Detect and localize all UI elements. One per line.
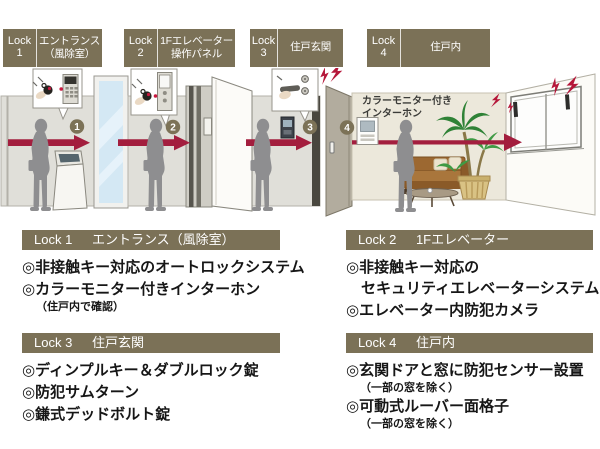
feature-item: ◎可動式ルーバー面格子 （一部の窓を除く） [346, 396, 600, 430]
lock2-tag-label: 1Fエレベーター 操作パネル [160, 34, 233, 60]
lock-word: Lock [251, 35, 276, 48]
window-sensor-icon [513, 101, 519, 118]
section-title: 住戸玄関 [91, 335, 144, 350]
security-walkthrough-illustration: カラーモニター付き インターホン [0, 68, 596, 217]
keyfob-autolock-callout [32, 68, 83, 121]
feature-item: ◎ディンプルキー＆ダブルロック錠 [22, 361, 259, 379]
entrance-intercom-kiosk [52, 150, 88, 211]
intercom-caption: カラーモニター付き インターホン [362, 94, 452, 120]
intercom-caption-line1: カラーモニター付き [362, 94, 452, 107]
lock1-tag: Lock 1 エントランス （風除室） [3, 29, 102, 67]
lock1-section-header: Lock 1 エントランス（風除室） [22, 230, 280, 250]
lock4-feature-section: Lock 4 住戸内 ◎玄関ドアと窓に防犯センサー設置 （一部の窓を除く） ◎可… [346, 333, 600, 432]
section-title: 住戸内 [415, 335, 455, 350]
feature-item: ◎鎌式デッドボルト錠 [22, 405, 171, 423]
lock2-tag-number: Lock 2 [124, 29, 158, 67]
lock3-tag-number: Lock 3 [250, 29, 278, 67]
feature-item: ◎カラーモニター付きインターホン （住戸内で確認） [22, 279, 352, 313]
section-id: Lock 3 [34, 335, 73, 350]
lock2-section-header: Lock 2 1Fエレベーター [346, 230, 593, 250]
section-id: Lock 2 [358, 232, 397, 247]
feature-note: （住戸内で確認） [36, 300, 124, 313]
lock-number: 2 [137, 47, 144, 59]
elevator-open-door [211, 76, 253, 212]
feature-item: ◎非接触キー対応のオートロックシステム [22, 258, 305, 276]
living-room-window [506, 85, 585, 155]
section-id: Lock 1 [34, 232, 73, 247]
door-lever-icon [279, 85, 300, 93]
door-lock-callout [271, 68, 319, 123]
lock3-section-header: Lock 3 住戸玄関 [22, 333, 280, 353]
feature-item: ◎玄関ドアと窓に防犯センサー設置 （一部の窓を除く） [346, 360, 600, 394]
feature-item: ◎エレベーター内防犯カメラ [346, 301, 540, 319]
lock4-tag: Lock 4 住戸内 [367, 29, 490, 67]
coffee-table [405, 187, 459, 207]
lock-number: 3 [260, 47, 267, 59]
step-circle-2: 2 [165, 119, 181, 135]
unit-doorway [312, 96, 320, 206]
lock-word: Lock [128, 35, 153, 48]
step-circle-4: 4 [339, 120, 355, 135]
lock-number: 4 [380, 47, 387, 59]
lock3-tag: Lock 3 住戸玄関 [250, 29, 343, 67]
lock1-tag-label: エントランス （風除室） [39, 34, 100, 60]
unit-front-door [325, 85, 353, 217]
lock2-feature-section: Lock 2 1Fエレベーター ◎非接触キー対応の セキュリティエレベーターシス… [346, 230, 600, 322]
potted-plant [436, 100, 504, 200]
section-title: エントランス（風除室） [91, 232, 235, 247]
lock-number: 1 [16, 47, 23, 59]
lock4-tag-number: Lock 4 [367, 29, 401, 67]
svg-text:4: 4 [344, 123, 350, 134]
color-monitor-intercom-icon [356, 117, 379, 145]
svg-text:1: 1 [74, 122, 80, 133]
svg-text:2: 2 [170, 123, 176, 134]
lock4-section-header: Lock 4 住戸内 [346, 333, 593, 353]
feature-note: （一部の窓を除く） [360, 417, 459, 430]
svg-text:3: 3 [307, 123, 313, 134]
keyfob-elevator-callout [130, 68, 178, 128]
lock3-feature-section: Lock 3 住戸玄関 ◎ディンプルキー＆ダブルロック錠 ◎防犯サムターン ◎鎌… [22, 333, 352, 426]
lock2-tag: Lock 2 1Fエレベーター 操作パネル [124, 29, 235, 67]
lock1-feature-section: Lock 1 エントランス（風除室） ◎非接触キー対応のオートロックシステム ◎… [22, 230, 352, 315]
intercom-caption-line2: インターホン [362, 108, 422, 120]
lock-word: Lock [7, 35, 32, 48]
elevator-door-frame [185, 85, 213, 208]
section-id: Lock 4 [358, 335, 397, 350]
window-sensor-icon [564, 94, 571, 110]
lock1-tag-number: Lock 1 [3, 29, 37, 67]
lock4-tag-label: 住戸内 [430, 41, 461, 54]
section-title: 1Fエレベーター [415, 232, 510, 247]
feature-item: ◎防犯サムターン [22, 383, 140, 401]
lock3-tag-label: 住戸玄関 [290, 41, 331, 54]
lock-word: Lock [371, 35, 396, 48]
feature-item: ◎非接触キー対応の セキュリティエレベーターシステム [346, 258, 600, 297]
step-circle-1: 1 [69, 119, 85, 134]
unit-door-intercom [280, 116, 295, 139]
flow-arrow-1 [8, 135, 90, 151]
flow-arrow-3 [246, 135, 312, 151]
flow-arrow-4 [352, 133, 522, 151]
feature-note: （一部の窓を除く） [360, 381, 459, 394]
step-circle-3: 3 [302, 119, 318, 135]
